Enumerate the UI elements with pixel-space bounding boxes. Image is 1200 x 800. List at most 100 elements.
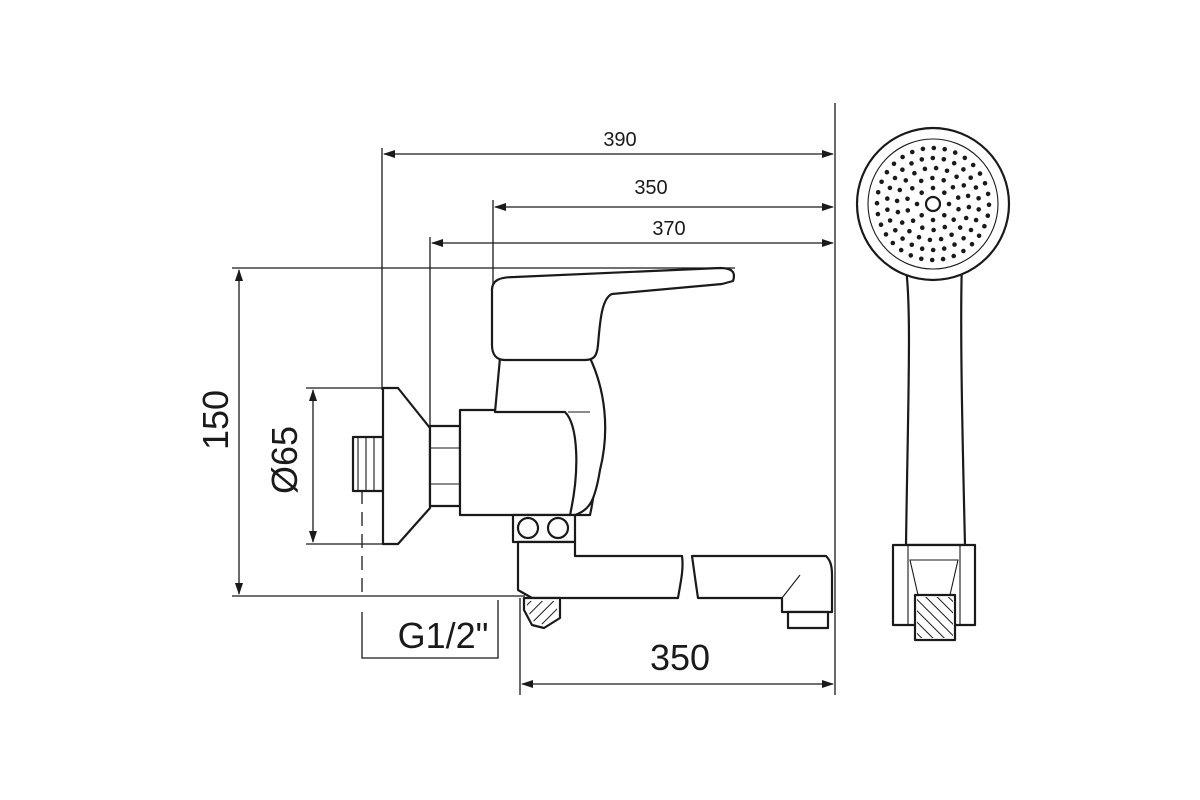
nozzle-dot xyxy=(885,207,890,212)
nozzle-dot xyxy=(916,234,922,240)
nozzle-dot xyxy=(950,185,956,190)
nozzle-dot xyxy=(905,196,910,202)
nozzle-dot xyxy=(976,207,981,212)
threaded-inlet xyxy=(351,435,385,493)
nozzle-dot xyxy=(938,236,944,242)
nozzle-dot xyxy=(914,201,920,207)
nozzle-dot xyxy=(884,169,890,175)
nozzle-dot xyxy=(919,213,924,218)
faucet-mixer xyxy=(351,266,834,630)
nozzle-dot xyxy=(922,166,928,172)
nozzle-dot xyxy=(893,228,898,233)
nozzle-dot xyxy=(966,204,972,210)
nozzle-dot xyxy=(887,218,893,223)
nozzle-dot xyxy=(931,227,936,233)
nozzle-dot xyxy=(875,190,881,195)
nozzle-dot xyxy=(956,206,961,212)
spout-connector xyxy=(511,513,577,544)
nozzle-dot xyxy=(942,213,947,218)
label-150: 150 xyxy=(195,390,236,450)
nozzle-dot xyxy=(961,167,966,172)
nozzle-dot xyxy=(885,196,890,201)
nozzle-dot xyxy=(894,198,900,204)
nozzle-dot xyxy=(878,222,884,227)
nozzle-dot xyxy=(963,215,969,221)
nozzle-dot xyxy=(954,174,959,180)
nozzle-dot xyxy=(930,247,936,253)
nozzle-dot xyxy=(976,233,982,239)
nozzle-dot xyxy=(944,168,950,174)
nozzle-dot xyxy=(931,145,937,151)
nozzle-dot xyxy=(946,201,952,207)
nozzle-dot xyxy=(918,178,924,184)
nozzle-dot xyxy=(900,167,905,172)
nozzle-dot xyxy=(919,157,925,162)
nozzle-dot xyxy=(968,175,973,180)
nozzle-dot xyxy=(909,242,915,248)
shower-nozzle-dots xyxy=(874,145,992,263)
nozzle-dot xyxy=(962,155,968,161)
nozzle-dot xyxy=(955,195,961,200)
nozzle-dot xyxy=(905,208,911,213)
nozzle-dot xyxy=(892,175,898,181)
nozzle-dot xyxy=(951,217,956,222)
nozzle-dot xyxy=(961,236,966,241)
label-diameter-65: Ø65 xyxy=(264,426,305,494)
hand-shower xyxy=(855,126,1011,642)
dimension-labels: 390 350 370 150 Ø65 G1/2" 350 xyxy=(195,129,710,678)
shower-hose-nut xyxy=(891,543,977,642)
nozzle-dot xyxy=(952,150,958,155)
nozzle-dot xyxy=(895,209,901,215)
nozzle-dot xyxy=(900,236,905,241)
nozzle-dot xyxy=(941,157,947,162)
nozzle-dot xyxy=(986,202,992,208)
nozzle-dot xyxy=(969,241,975,247)
extension-lines xyxy=(232,103,836,695)
nozzle-dot xyxy=(957,225,963,230)
label-390: 390 xyxy=(603,129,636,151)
label-350-bottom: 350 xyxy=(650,637,710,678)
nozzle-dot xyxy=(930,217,936,223)
cartridge-column xyxy=(493,356,607,517)
shower-center-nozzle xyxy=(924,195,942,213)
nozzle-dot xyxy=(977,171,983,176)
nozzle-dot xyxy=(890,240,896,246)
shower-handle xyxy=(903,260,967,547)
nozzle-dot xyxy=(910,186,915,191)
nozzle-dot xyxy=(961,183,967,188)
nozzle-dot xyxy=(973,185,979,190)
nozzle-dot xyxy=(973,217,979,223)
nozzle-dot xyxy=(920,146,926,152)
nozzle-dot xyxy=(920,225,925,230)
nozzle-dot xyxy=(985,213,991,218)
label-thread: G1/2" xyxy=(398,615,489,656)
nozzle-dot xyxy=(919,190,924,195)
nozzle-dot xyxy=(930,185,936,191)
nozzle-dot xyxy=(909,161,914,166)
nozzle-dot xyxy=(951,253,956,259)
nozzle-dot xyxy=(982,181,988,186)
nozzle-dot xyxy=(919,256,924,262)
nozzle-dot xyxy=(976,196,981,201)
label-370: 370 xyxy=(652,218,685,240)
nozzle-dot xyxy=(930,155,936,161)
nozzle-dot xyxy=(908,253,914,258)
nozzle-dot xyxy=(887,185,893,191)
nozzle-dot xyxy=(970,162,976,168)
nozzle-dot xyxy=(930,175,935,181)
nozzle-dot xyxy=(985,191,991,197)
hose-connection xyxy=(522,596,562,630)
nozzle-dot xyxy=(891,161,897,167)
lever-handle xyxy=(490,266,736,362)
label-350-top: 350 xyxy=(634,177,667,199)
nozzle-dot xyxy=(929,257,935,263)
nozzle-dot xyxy=(927,237,933,243)
nozzle-dot xyxy=(940,256,946,262)
nozzle-dot xyxy=(899,220,905,225)
nozzle-dot xyxy=(968,227,974,233)
nozzle-dot xyxy=(910,218,916,223)
nozzle-dot xyxy=(875,211,881,217)
nozzle-dot xyxy=(965,193,971,199)
nozzle-dot xyxy=(933,165,939,171)
